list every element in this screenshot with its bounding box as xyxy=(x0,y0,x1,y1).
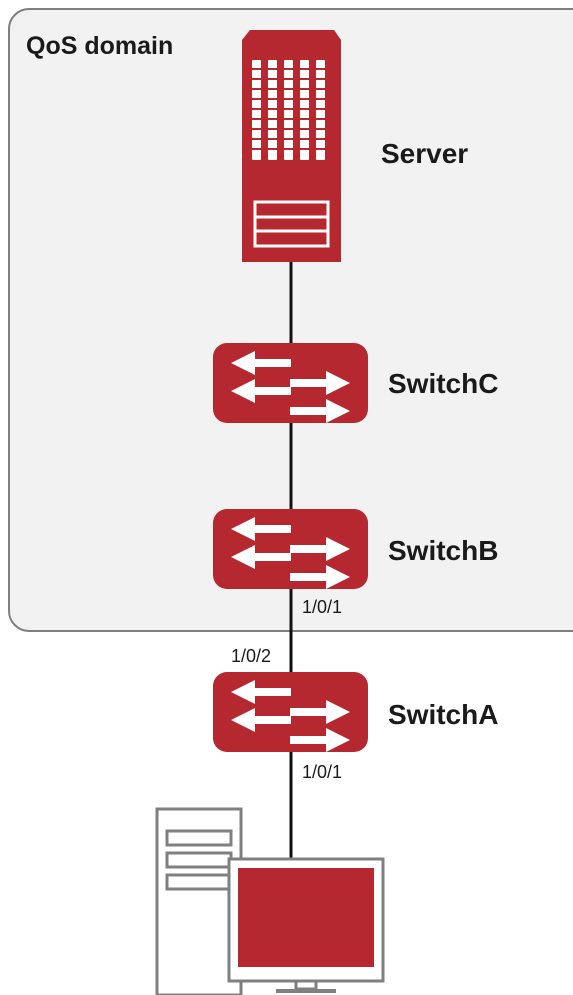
switcha-icon xyxy=(213,672,368,752)
switchc-icon xyxy=(213,343,368,423)
switchb-label: SwitchB xyxy=(388,535,498,566)
switcha-port-up: 1/0/2 xyxy=(231,646,271,666)
switcha-port-down: 1/0/1 xyxy=(302,762,342,782)
pc-icon xyxy=(155,807,385,995)
switcha-label: SwitchA xyxy=(388,699,498,730)
switchb-port-down: 1/0/1 xyxy=(302,597,342,617)
server-label: Server xyxy=(381,138,468,169)
switchb-icon xyxy=(213,509,368,589)
switchc-label: SwitchC xyxy=(388,368,498,399)
qos-domain-label: QoS domain xyxy=(26,32,173,60)
server-icon xyxy=(242,30,341,262)
